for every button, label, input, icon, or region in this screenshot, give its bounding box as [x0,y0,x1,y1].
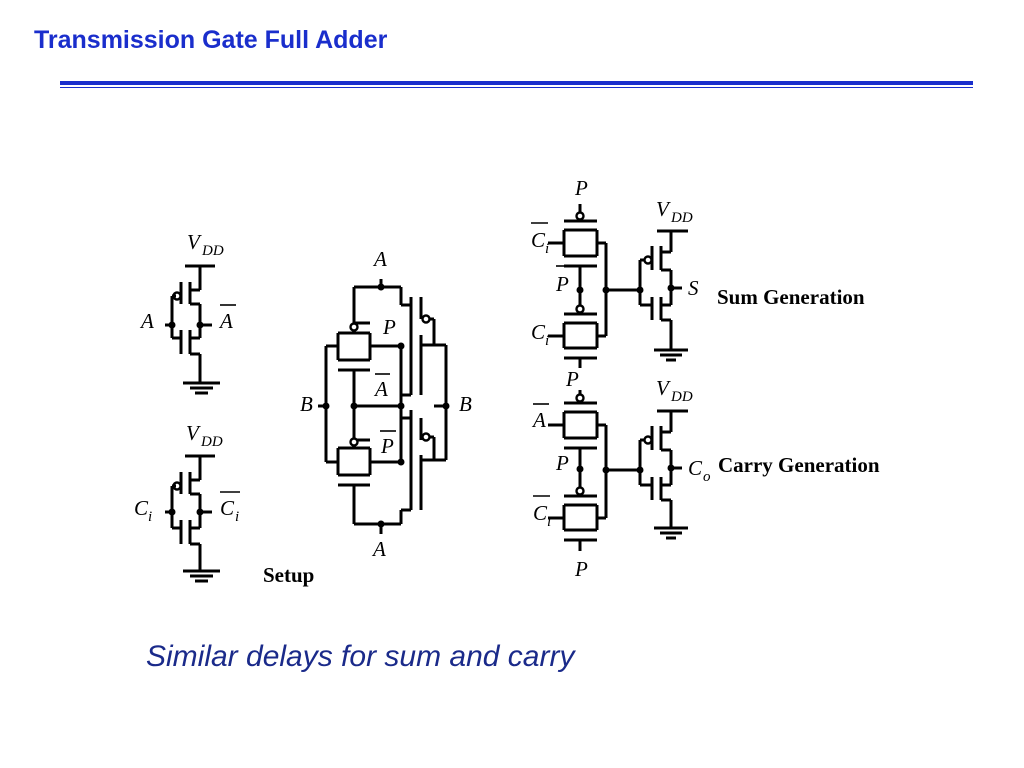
vdd-label: V [656,197,671,221]
inverter-a: V DD A A [139,230,236,395]
co-output-subscript: o [703,469,711,485]
input-ci-subscript: i [148,509,152,525]
abar-label: A [373,377,388,401]
pbar-label: P [380,434,394,458]
p-label: P [565,367,579,391]
inverter-ci: V DD C i C i [134,421,240,583]
cibar-label: C [533,501,548,525]
ci-subscript: i [545,333,549,349]
vdd-label: V [656,376,671,400]
input-a-label: A [371,537,386,561]
slide-title: Transmission Gate Full Adder [34,26,388,54]
abar-label: A [531,408,546,432]
p-label: P [555,451,569,475]
vdd-label: V [187,230,202,254]
s-output-label: S [688,276,699,300]
output-cibar-label: C [220,496,235,520]
cibar-label: C [531,228,546,252]
vdd-label: V [186,421,201,445]
vdd-subscript: DD [200,434,223,450]
sum-generation-circuit: P C i P C i V DD [531,176,699,368]
sum-generation-label: Sum Generation [717,285,865,309]
p-label: P [574,557,588,581]
input-a-label: A [372,247,387,271]
pbar-label: P [555,272,569,296]
output-cibar-subscript: i [235,509,239,525]
output-abar-label: A [218,309,233,333]
setup-label: Setup [263,563,314,587]
vdd-subscript: DD [201,243,224,259]
title-rule-thin [60,87,973,88]
p-label: P [574,176,588,200]
carry-generation-label: Carry Generation [718,453,880,477]
slide-caption: Similar delays for sum and carry [146,640,575,673]
carry-generation-circuit: P A P C i P V DD [531,367,711,581]
cibar-subscript: i [545,241,549,257]
input-b-label: B [300,392,313,416]
vdd-subscript: DD [670,210,693,226]
input-a-label: A [139,309,154,333]
input-b-label: B [459,392,472,416]
propagate-generator: A [300,247,472,561]
co-output-label: C [688,456,703,480]
title-rule [60,81,973,85]
input-ci-label: C [134,496,149,520]
p-label: P [382,315,396,339]
ci-label: C [531,320,546,344]
cibar-subscript: i [547,514,551,530]
vdd-subscript: DD [670,389,693,405]
